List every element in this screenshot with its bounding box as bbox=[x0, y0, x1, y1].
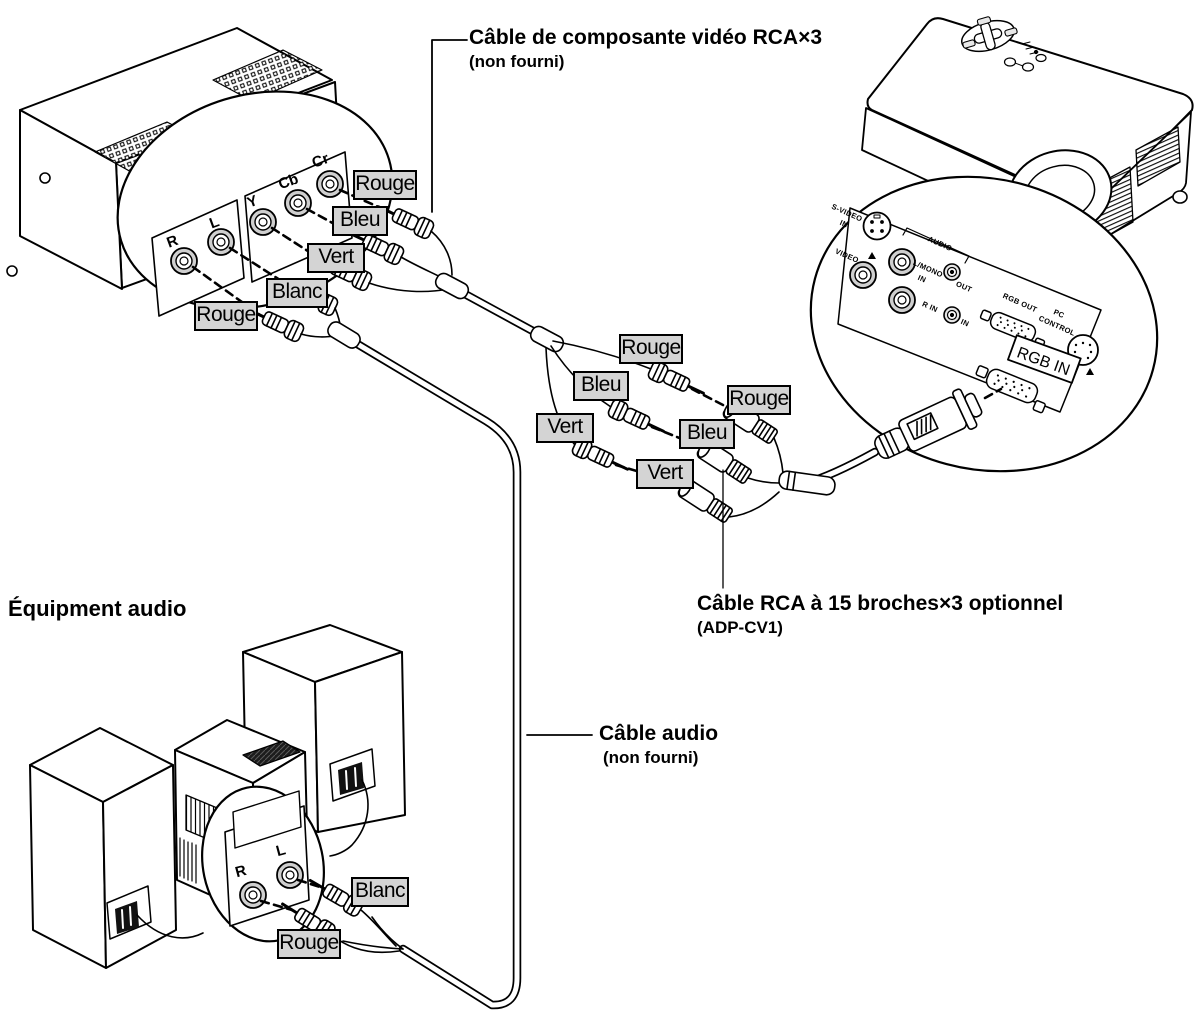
color-tag-dvd-cr: Rouge bbox=[353, 170, 417, 200]
component-video-cable bbox=[311, 196, 709, 480]
audio-jack-r bbox=[239, 881, 267, 909]
amp-heatsink bbox=[179, 837, 197, 884]
video-port bbox=[849, 261, 877, 289]
color-tag-audio-blanc: Blanc bbox=[351, 877, 409, 907]
color-tag-audio-rouge: Rouge bbox=[277, 929, 341, 959]
adapter-cable bbox=[675, 388, 983, 526]
cable-junction bbox=[778, 470, 836, 496]
projector-indicators bbox=[1003, 41, 1047, 72]
annotation-audio-equipment: Équipment audio bbox=[8, 596, 187, 621]
port-label-in: IN bbox=[959, 317, 970, 329]
marker-triangle-1 bbox=[868, 252, 876, 259]
audio-l-mono-port bbox=[888, 248, 916, 276]
dvd-vent-grid-right bbox=[212, 49, 323, 102]
color-tag-dvd-cb: Bleu bbox=[332, 206, 388, 236]
color-tag-dvd-r: Rouge bbox=[194, 301, 258, 331]
dvd-jack-cb bbox=[284, 189, 312, 217]
port-label-pc: PC bbox=[1052, 307, 1066, 320]
vga-connector bbox=[874, 388, 983, 460]
color-tag-mid-left-rouge: Rouge bbox=[619, 334, 683, 364]
projector-control-pad bbox=[961, 16, 1018, 53]
rgb-in-port bbox=[975, 365, 1046, 414]
annotation-audio-cable-title: Câble audio bbox=[599, 722, 719, 745]
projector-callout-oval: S-VIDEO IN VIDEO AUDIO L/MONO IN OUT R I… bbox=[809, 175, 1159, 473]
projector-vent-upper bbox=[1135, 126, 1181, 187]
audio-out-port bbox=[943, 263, 961, 281]
color-tag-dvd-l: Blanc bbox=[266, 278, 328, 308]
annotation-component-cable-title: Câble de composante vidéo RCA×3 bbox=[469, 26, 823, 49]
projector-foot bbox=[1172, 190, 1188, 204]
annotation-rca-cable-note: (ADP-CV1) bbox=[697, 618, 783, 637]
leader-lines bbox=[431, 39, 724, 736]
dvd-jack-y bbox=[249, 208, 277, 236]
audio-bracket bbox=[902, 227, 970, 264]
color-tag-mid-left-bleu: Bleu bbox=[573, 371, 629, 401]
port-label-s-video-in: IN bbox=[838, 218, 849, 230]
color-tag-dvd-y: Vert bbox=[307, 243, 365, 273]
speaker-left bbox=[29, 727, 204, 969]
dvd-label-cr: Cr bbox=[310, 150, 332, 172]
amp-vent-top bbox=[242, 740, 301, 767]
annotation-audio-cable-note: (non fourni) bbox=[603, 748, 699, 767]
audio-label-l: L bbox=[274, 841, 287, 860]
audio-r-port bbox=[888, 286, 916, 314]
audio-cable bbox=[243, 273, 522, 1010]
audio-panel-window bbox=[232, 790, 302, 849]
s-video-port bbox=[862, 211, 892, 241]
color-tag-mid-left-vert: Vert bbox=[536, 413, 594, 443]
audio-callout-oval: R L bbox=[201, 785, 325, 943]
color-tag-mid-right-bleu: Bleu bbox=[679, 419, 735, 449]
audio-equipment bbox=[29, 624, 406, 969]
dvd-jack-r bbox=[170, 247, 198, 275]
marker-triangle-2 bbox=[1086, 368, 1094, 375]
dvd-jack-l bbox=[207, 228, 235, 256]
annotation-rca-cable-title: Câble RCA à 15 broches×3 optionnel bbox=[697, 592, 1064, 615]
dvd-jack-cr bbox=[316, 170, 344, 198]
color-tag-mid-right-rouge: Rouge bbox=[727, 385, 791, 415]
dvd-label-cb: Cb bbox=[276, 170, 301, 193]
rca-plug-mid-rouge bbox=[645, 358, 709, 404]
audio-label-r: R bbox=[233, 862, 248, 881]
rca-plug-mid-bleu bbox=[605, 396, 669, 442]
color-tag-mid-right-vert: Vert bbox=[636, 459, 694, 489]
audio-in-port bbox=[943, 306, 961, 324]
leader-component-cable bbox=[431, 39, 468, 213]
audio-jack-l bbox=[276, 861, 304, 889]
annotation-component-cable-note: (non fourni) bbox=[469, 52, 565, 71]
port-label-l-mono-in: IN bbox=[916, 273, 927, 285]
